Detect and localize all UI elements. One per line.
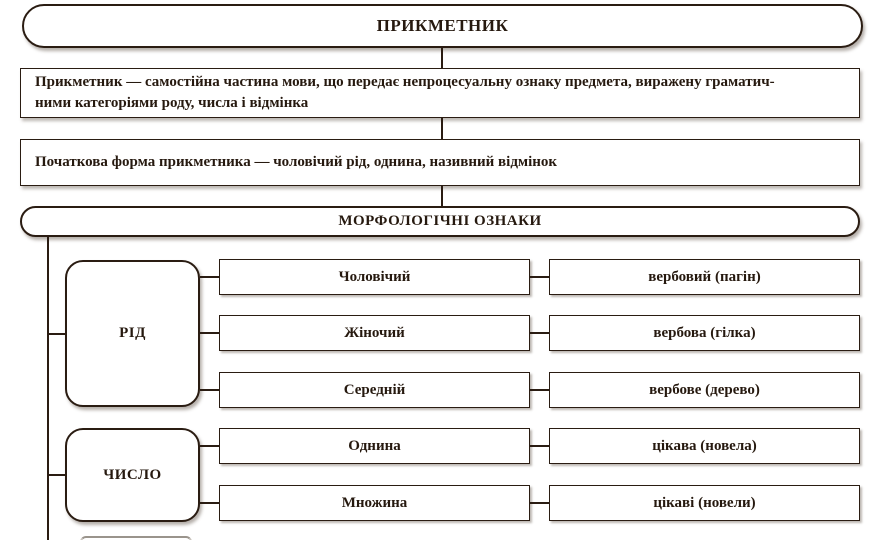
category-box-feminine: Жіночий	[219, 315, 530, 351]
example-label-masculine: вербовий (пагін)	[648, 268, 761, 285]
connector-number-singular	[200, 445, 219, 447]
connector-trunk-gender	[47, 333, 65, 335]
category-label-feminine: Жіночий	[344, 324, 405, 341]
connector-definition-initialform	[441, 118, 443, 139]
example-label-singular: цікава (новела)	[652, 437, 757, 454]
example-label-neuter: вербове (дерево)	[649, 381, 760, 398]
morphology-box: МОРФОЛОГІЧНІ ОЗНАКИ	[20, 206, 860, 237]
category-box-neuter: Середній	[219, 372, 530, 408]
definition-line-1: Прикметник — самостійна частина мови, що…	[35, 74, 775, 90]
category-label-plural: Множина	[341, 494, 408, 511]
connector-singular-example	[530, 445, 549, 447]
example-box-plural: цікаві (новели)	[549, 485, 860, 521]
connector-neuter-example	[530, 389, 549, 391]
example-box-feminine: вербова (гілка)	[549, 315, 860, 351]
group-box-gender: РІД	[65, 260, 200, 407]
connector-plural-example	[530, 502, 549, 504]
example-box-masculine: вербовий (пагін)	[549, 259, 860, 295]
initial-form-text: Початкова форма прикметника — чоловічий …	[35, 154, 558, 170]
next-group-box-cutoff	[80, 536, 192, 540]
connector-gender-feminine	[200, 332, 219, 334]
example-box-singular: цікава (новела)	[549, 428, 860, 464]
morphology-label: МОРФОЛОГІЧНІ ОЗНАКИ	[338, 213, 542, 229]
title-label: ПРИКМЕТНИК	[376, 16, 509, 35]
connector-trunk-number	[47, 474, 65, 476]
category-box-masculine: Чоловічий	[219, 259, 530, 295]
tree-trunk-line	[47, 237, 49, 540]
example-box-neuter: вербове (дерево)	[549, 372, 860, 408]
group-label-gender: РІД	[119, 325, 146, 341]
group-box-number: ЧИСЛО	[65, 428, 200, 522]
group-label-number: ЧИСЛО	[103, 466, 162, 483]
definition-line-2: ними категоріями роду, числа і відмінка	[35, 95, 309, 111]
connector-masculine-example	[530, 276, 549, 278]
connector-title-definition	[441, 48, 443, 69]
connector-number-plural	[200, 502, 219, 504]
category-box-plural: Множина	[219, 485, 530, 521]
example-label-feminine: вербова (гілка)	[653, 324, 756, 341]
example-label-plural: цікаві (новели)	[653, 494, 756, 511]
title-box: ПРИКМЕТНИК	[22, 4, 863, 48]
category-label-masculine: Чоловічий	[338, 268, 411, 285]
category-label-singular: Однина	[348, 437, 401, 454]
initial-form-box: Початкова форма прикметника — чоловічий …	[20, 139, 860, 186]
definition-box: Прикметник — самостійна частина мови, що…	[20, 68, 860, 118]
category-label-neuter: Середній	[343, 381, 406, 398]
connector-gender-neuter	[200, 389, 219, 391]
connector-gender-masculine	[200, 276, 219, 278]
connector-initialform-morphology	[441, 186, 443, 206]
connector-feminine-example	[530, 332, 549, 334]
category-box-singular: Однина	[219, 428, 530, 464]
